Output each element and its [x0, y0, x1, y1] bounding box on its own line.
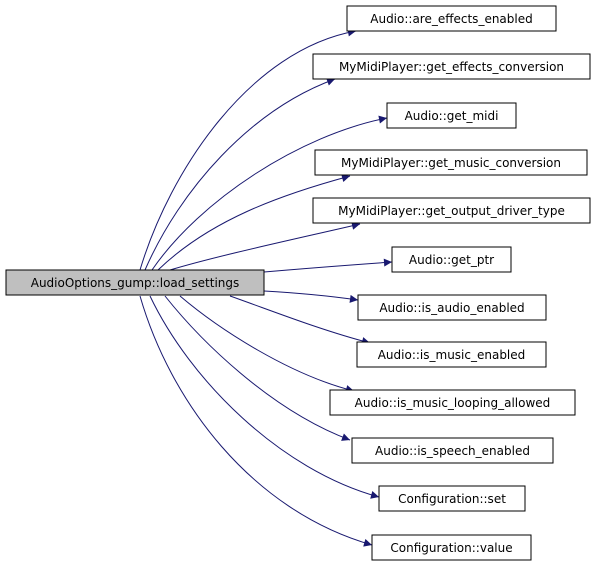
target-node-box — [391, 246, 512, 273]
source-node[interactable]: AudioOptions_gump::load_settings — [5, 269, 265, 296]
call-edge — [149, 295, 380, 499]
target-node-label: Audio::is_speech_enabled — [375, 444, 530, 458]
target-node-box — [356, 341, 547, 368]
target-node-label: Audio::get_ptr — [409, 253, 494, 267]
target-node-box — [312, 53, 591, 80]
target-node-label: Audio::is_music_enabled — [378, 348, 526, 362]
call-edge — [169, 221, 361, 271]
target-node-label: MyMidiPlayer::get_effects_conversion — [339, 60, 564, 74]
target-node-box — [346, 5, 557, 32]
target-node[interactable]: Configuration::value — [371, 534, 532, 561]
target-node-box — [351, 437, 554, 464]
target-node[interactable]: MyMidiPlayer::get_music_conversion — [314, 149, 588, 176]
call-edge — [164, 295, 351, 441]
target-node[interactable]: Audio::get_midi — [386, 102, 517, 129]
target-node-label: Audio::is_audio_enabled — [379, 301, 524, 315]
call-edge — [179, 295, 355, 393]
source-node-box — [5, 269, 265, 296]
target-node-label: Configuration::value — [390, 541, 512, 555]
target-node-box — [312, 197, 591, 224]
target-node-label: Configuration::set — [398, 492, 506, 506]
target-node[interactable]: MyMidiPlayer::get_effects_conversion — [312, 53, 591, 80]
target-node[interactable]: Audio::get_ptr — [391, 246, 512, 273]
call-edge — [229, 295, 371, 345]
call-edge — [157, 174, 351, 271]
call-edge — [151, 115, 388, 271]
target-node[interactable]: Audio::is_music_looping_allowed — [329, 389, 576, 416]
target-node-box — [371, 534, 532, 561]
target-node[interactable]: Audio::is_audio_enabled — [357, 294, 547, 321]
call-edge — [263, 258, 393, 273]
call-edge — [139, 295, 373, 547]
target-node-box — [329, 389, 576, 416]
target-node-box — [386, 102, 517, 129]
target-node[interactable]: Audio::is_music_enabled — [356, 341, 547, 368]
source-node-label: AudioOptions_gump::load_settings — [31, 276, 240, 290]
target-node-box — [357, 294, 547, 321]
target-node-label: Audio::are_effects_enabled — [370, 12, 532, 26]
target-node[interactable]: Audio::are_effects_enabled — [346, 5, 557, 32]
target-node-box — [378, 485, 526, 512]
call-edge — [139, 28, 357, 271]
call-edge — [144, 77, 336, 271]
target-node[interactable]: Configuration::set — [378, 485, 526, 512]
target-node-box — [314, 149, 588, 176]
target-node-label: MyMidiPlayer::get_output_driver_type — [338, 204, 565, 218]
target-node-label: Audio::is_music_looping_allowed — [355, 396, 551, 410]
call-edge — [263, 290, 359, 303]
target-node[interactable]: MyMidiPlayer::get_output_driver_type — [312, 197, 591, 224]
target-node[interactable]: Audio::is_speech_enabled — [351, 437, 554, 464]
target-node-label: Audio::get_midi — [405, 109, 499, 123]
target-node-label: MyMidiPlayer::get_music_conversion — [341, 156, 561, 170]
